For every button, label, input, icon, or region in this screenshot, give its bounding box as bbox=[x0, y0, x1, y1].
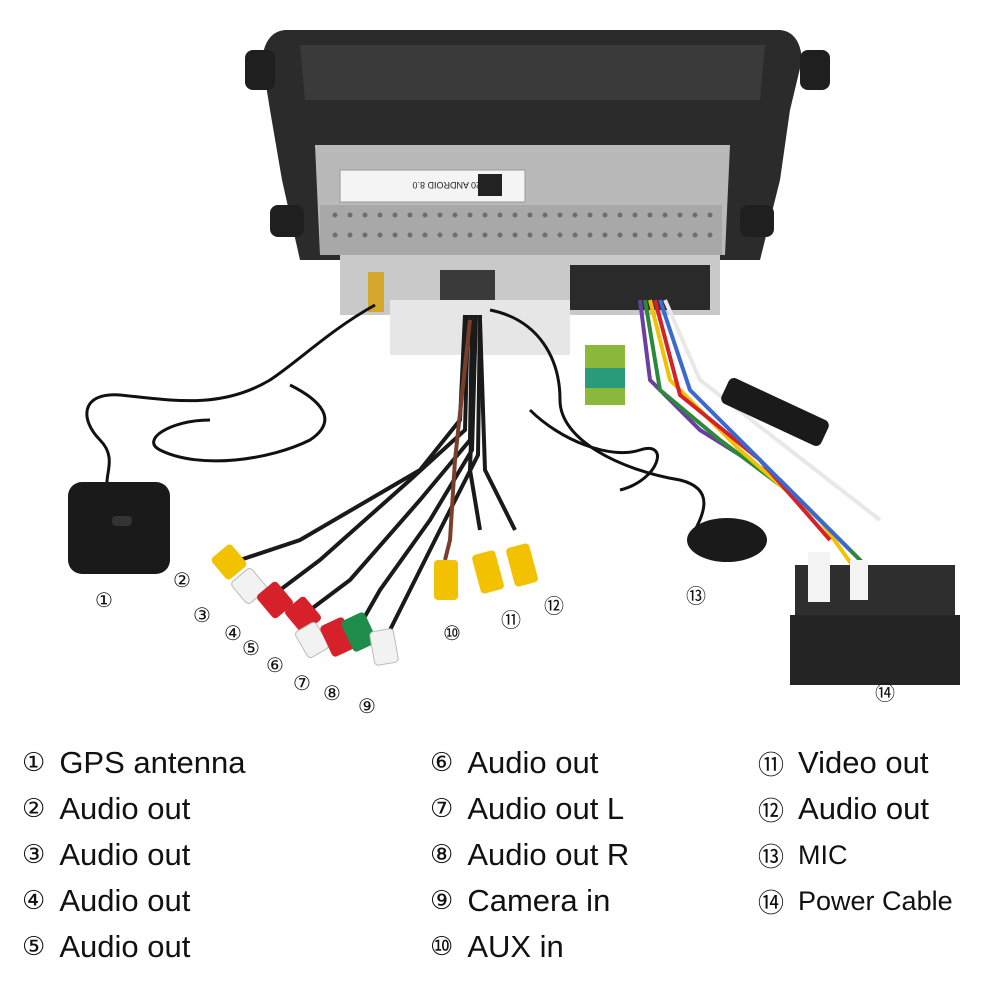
callout-11: ⑪ bbox=[501, 608, 521, 632]
callout-1: ① bbox=[95, 588, 113, 612]
power-harness bbox=[585, 299, 960, 685]
unit-label-text: K220 ANDROID 8.0 bbox=[412, 180, 492, 190]
callout-6: ⑥ bbox=[266, 653, 284, 677]
callout-13: ⑬ bbox=[686, 584, 706, 608]
head-unit: K220 ANDROID 8.0 bbox=[245, 30, 830, 355]
gps-antenna bbox=[68, 303, 376, 574]
callout-8: ⑧ bbox=[323, 681, 341, 705]
callout-3: ③ bbox=[193, 603, 211, 627]
callout-12: ⑫ bbox=[544, 594, 564, 618]
product-photo: K220 ANDROID 8.0 bbox=[68, 30, 960, 718]
mic-cable bbox=[489, 308, 767, 562]
rca-plugs bbox=[211, 543, 538, 666]
callout-4: ④ bbox=[224, 621, 242, 645]
callout-2: ② bbox=[173, 568, 191, 592]
callout-7: ⑦ bbox=[293, 671, 311, 695]
callout-10: ⑩ bbox=[443, 621, 461, 645]
callout-5: ⑤ bbox=[242, 636, 260, 660]
rca-harness bbox=[239, 314, 517, 641]
callout-9: ⑨ bbox=[358, 694, 376, 718]
callout-14: ⑭ bbox=[875, 681, 895, 705]
